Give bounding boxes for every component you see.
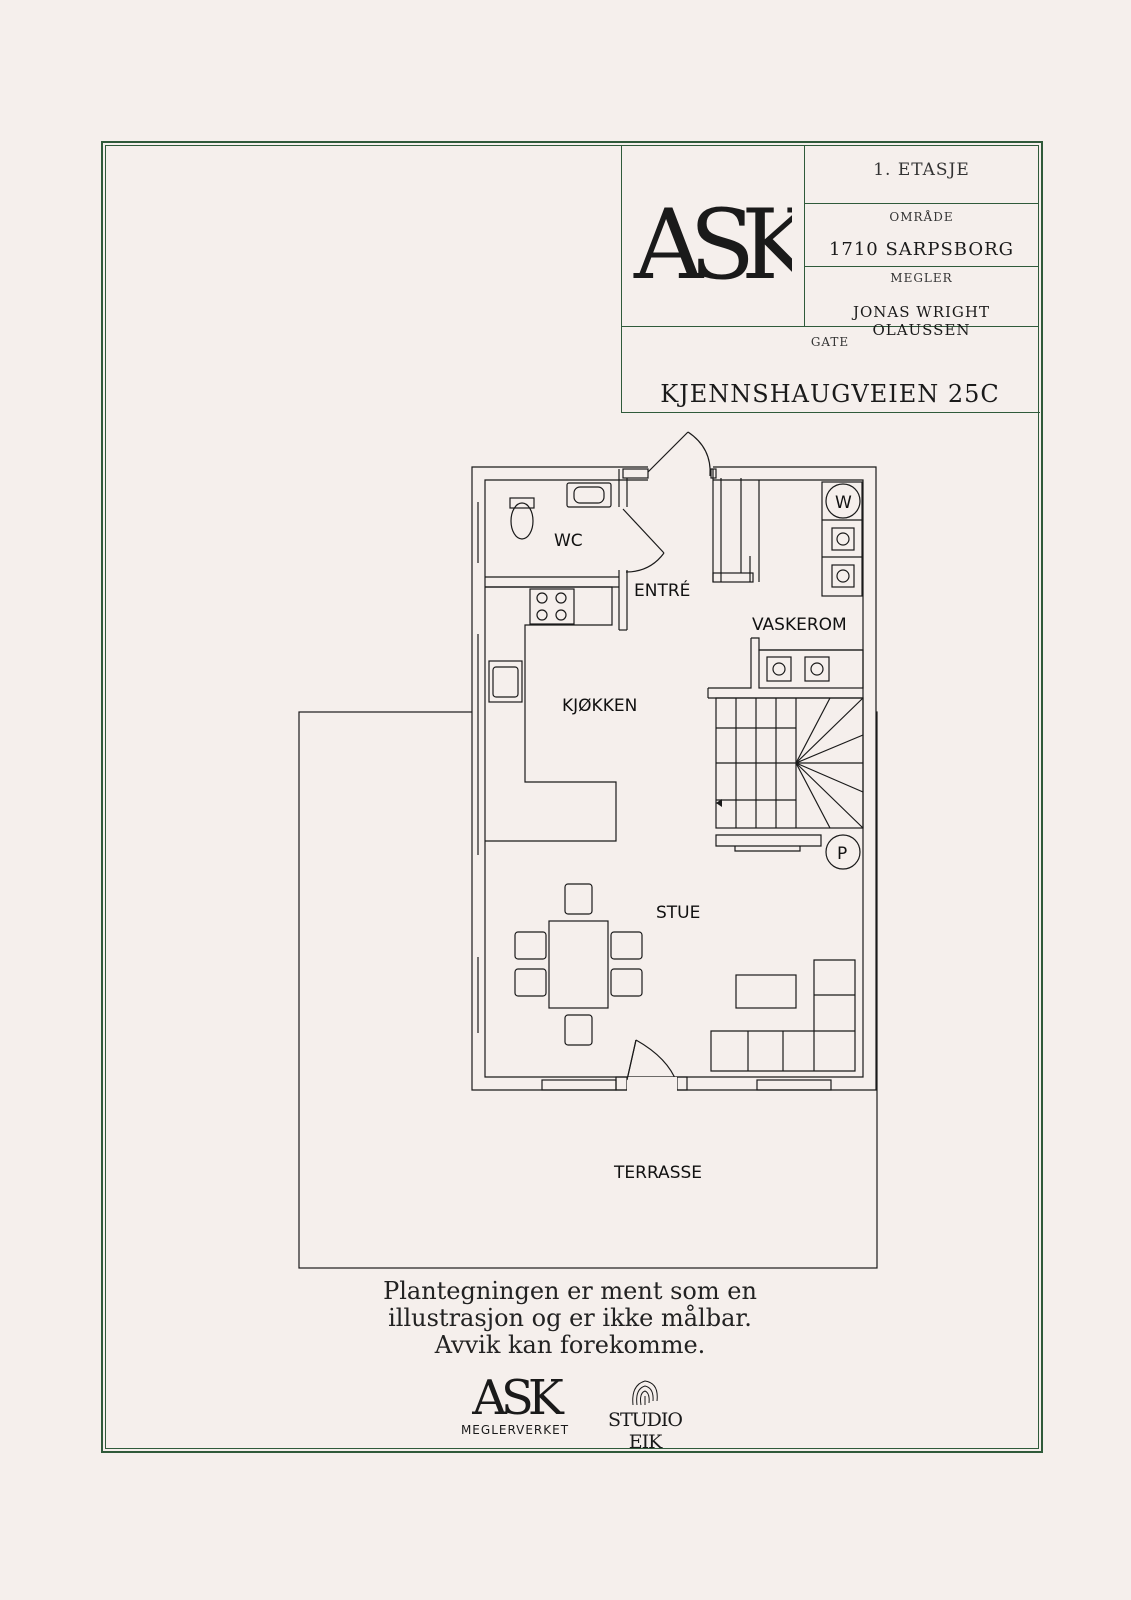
room-label-stue: STUE <box>656 903 700 923</box>
area-value: 1710 SARPSBORG <box>828 239 1015 260</box>
room-label-wc: WC <box>554 531 583 551</box>
room-label-vaskerom: VASKEROM <box>752 615 847 635</box>
meglerverket-logo-text: MEGLERVERKET <box>460 1423 570 1437</box>
stairs <box>715 697 864 870</box>
studio-eik-text: STUDIO EIK <box>607 1409 683 1453</box>
toilet <box>510 502 534 540</box>
fingerprint-icon <box>632 1380 658 1406</box>
dining-table <box>548 920 609 1009</box>
meglerverket-logo-mark: ASK <box>472 1370 563 1426</box>
title-block-divider-h3 <box>621 326 1039 327</box>
disclaimer-line-2: illustrasjon og er ikke målbar. <box>388 1304 752 1332</box>
appliance-column <box>821 481 863 597</box>
disclaimer-line-3: Avvik kan forekomme. <box>434 1331 706 1359</box>
room-label-terrasse: TERRASSE <box>613 1163 702 1183</box>
room-label-kjokken: KJØKKEN <box>562 696 637 716</box>
washer-symbol <box>825 483 861 519</box>
exterior-wall-outer <box>471 466 877 1091</box>
inner-frame <box>105 145 1039 1449</box>
floor-label: 1. ETASJE <box>873 160 970 180</box>
title-block-box <box>621 145 1040 413</box>
entrance-door <box>622 431 717 479</box>
agent-label: MEGLER <box>890 271 953 285</box>
washer-label: W <box>835 493 852 513</box>
agent-value: JONAS WRIGHT OLAUSSEN <box>852 303 991 339</box>
disclaimer: Plantegningen er ment som en illustrasjo… <box>330 1278 810 1359</box>
street-label: GATE <box>810 335 850 349</box>
title-block-divider-h2 <box>804 266 1039 267</box>
disclaimer-line-1: Plantegningen er ment som en <box>383 1277 757 1305</box>
coffee-table <box>735 974 797 1009</box>
outer-frame <box>101 141 1043 1453</box>
exterior-wall-inner <box>484 479 864 1078</box>
meglerverket-logo: ASK MEGLERVERKET <box>455 1370 575 1437</box>
ask-logo: ASK <box>633 189 792 286</box>
svg-text:ASK: ASK <box>633 189 792 286</box>
room-label-entre: ENTRÉ <box>634 579 690 601</box>
street-value: KJENNSHAUGVEIEN 25C <box>660 380 1000 408</box>
area-label: OMRÅDE <box>889 210 954 224</box>
parking-label: P <box>837 844 847 864</box>
kitchen <box>477 586 617 1033</box>
studio-eik-logo: STUDIO EIK <box>590 1375 700 1453</box>
title-block-divider-v <box>804 145 805 327</box>
parking-symbol <box>825 834 861 870</box>
wc-sink <box>566 482 612 508</box>
kitchen-sink <box>488 660 523 703</box>
stove <box>529 588 575 625</box>
title-block-divider-h1 <box>804 203 1039 204</box>
